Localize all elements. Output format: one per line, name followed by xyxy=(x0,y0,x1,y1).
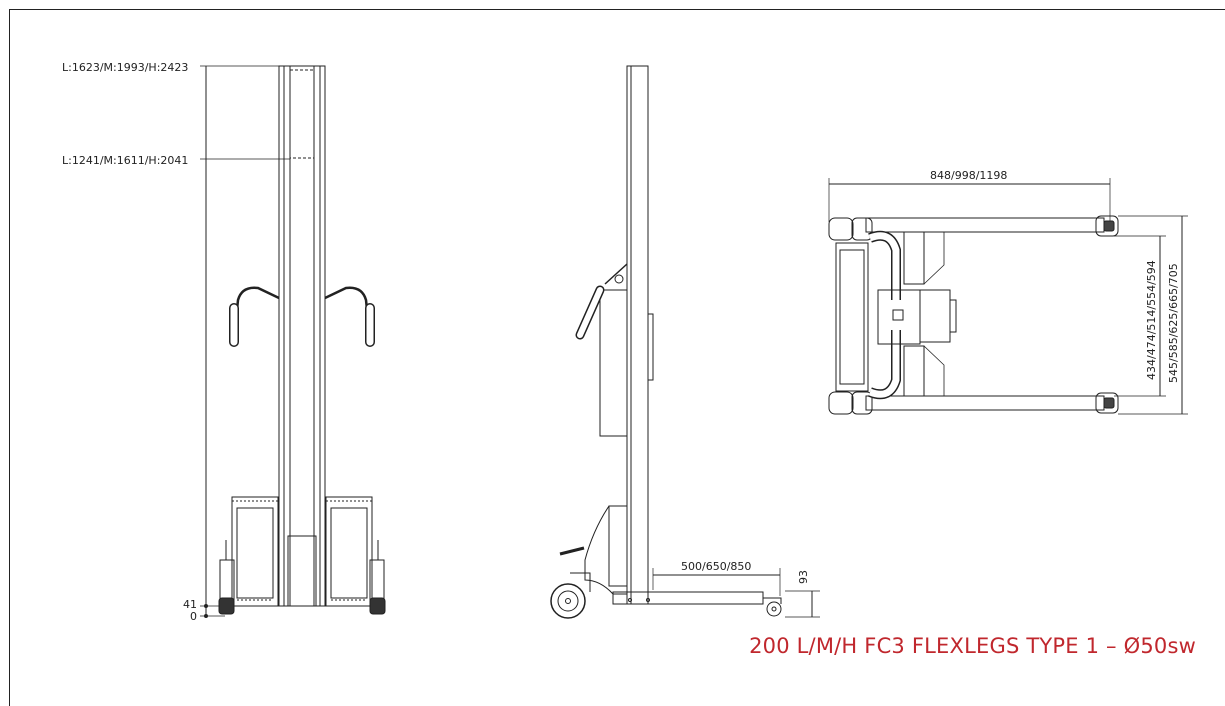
top-wheel-lower-left xyxy=(828,391,854,415)
side-mast xyxy=(626,65,649,605)
front-view: L:1623/M:1993/H:2423 L:1241/M:1611/H:204… xyxy=(62,61,386,623)
side-base-block xyxy=(584,505,628,595)
top-battery xyxy=(835,242,869,392)
top-leg-upper xyxy=(865,217,1105,233)
side-leg xyxy=(612,591,764,605)
top-mast-lower xyxy=(903,345,925,397)
top-motor xyxy=(919,289,951,343)
front-handle-left xyxy=(232,286,280,341)
side-dim-reach: 500/650/850 xyxy=(681,560,751,573)
top-dim-width: 848/998/1198 xyxy=(930,169,1007,182)
top-mast-upper xyxy=(903,231,925,285)
front-mast xyxy=(278,65,326,607)
top-wheel-upper-right xyxy=(1095,215,1119,237)
front-dim-0: 0 xyxy=(190,610,197,623)
front-leg-box-left xyxy=(231,496,279,607)
top-leg-lower xyxy=(865,395,1105,411)
side-small-wheel xyxy=(766,601,782,617)
side-dim-height: 93 xyxy=(797,570,810,584)
top-dim-inner: 434/474/514/554/594 xyxy=(1145,260,1158,380)
side-view: 500/650/850 93 xyxy=(550,65,820,619)
front-dim-41: 41 xyxy=(183,598,197,611)
front-leg-box-right xyxy=(325,496,373,607)
drawing-title: 200 L/M/H FC3 FLEXLEGS TYPE 1 – Ø50sw xyxy=(749,634,1196,658)
front-dim-top: L:1623/M:1993/H:2423 xyxy=(62,61,188,74)
side-motor-box xyxy=(599,289,628,437)
front-handle-right xyxy=(324,286,372,341)
top-view: 848/998/1198 434/474/514/55 xyxy=(828,169,1188,415)
side-main-wheel xyxy=(550,583,586,619)
top-wheel-upper-left xyxy=(828,217,854,241)
top-dim-outer: 545/585/625/665/705 xyxy=(1167,263,1180,383)
top-wheel-lower-right xyxy=(1095,392,1119,414)
top-curved-frame xyxy=(868,230,901,400)
front-dim-second: L:1241/M:1611/H:2041 xyxy=(62,154,188,167)
drawing-frame xyxy=(9,9,1225,706)
